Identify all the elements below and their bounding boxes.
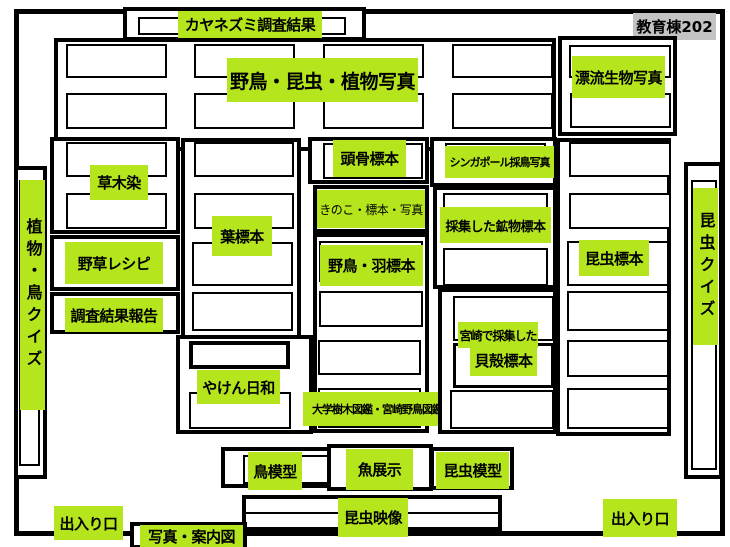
label-insect-models: 昆虫模型: [436, 452, 509, 489]
table: [570, 93, 671, 128]
insect-specimens-area: [556, 138, 671, 436]
table: [569, 142, 671, 177]
table: [450, 390, 554, 429]
label-photo-guide-map: 写真・案内図: [140, 525, 243, 547]
label-insect-specimens: 昆虫標本: [579, 240, 649, 276]
label-wild-recipes: 野草レシピ: [65, 242, 163, 284]
table: [318, 340, 421, 375]
label-singapore-photos: シンガポール採鳥写真: [445, 146, 554, 178]
label-plant-dye: 草木染: [90, 165, 148, 200]
table: [66, 142, 167, 177]
label-leaf-specimens: 葉標本: [212, 216, 272, 256]
table: [194, 142, 294, 177]
label-bird-models: 鳥模型: [248, 452, 302, 490]
table: [66, 93, 167, 129]
table: [192, 292, 293, 331]
table: [443, 248, 548, 286]
label-plant-bird-quiz: 植物・鳥クイズ: [20, 180, 45, 410]
label-photos-main: 野鳥・昆虫・植物写真: [227, 58, 418, 102]
label-survey-report: 調査結果報告: [65, 298, 163, 332]
label-fish-display: 魚展示: [346, 449, 413, 490]
label-skull-specimens: 頭骨標本: [333, 140, 406, 177]
label-minerals: 採集した鉱物標本: [440, 207, 551, 243]
entrance-left[interactable]: 出入り口: [54, 506, 123, 540]
table: [567, 388, 669, 429]
label-bird-feather-specimens: 野鳥・羽標本: [320, 245, 423, 286]
label-yaken-biyori: やけん日和: [197, 370, 280, 404]
label-field-guides: 大学樹木図鑑・宮崎野鳥図鑑: [303, 392, 451, 426]
label-drift-photos: 漂流生物写真: [572, 56, 665, 98]
label-mushrooms: きのこ・標本・写真: [317, 190, 425, 228]
label-insect-quiz: 昆虫クイズ: [693, 188, 718, 345]
room-badge: 教育棟202: [633, 13, 716, 40]
table: [567, 340, 669, 377]
table: [567, 291, 669, 331]
table: [319, 291, 423, 327]
label-shell-specimens: 貝殻標本: [470, 345, 537, 376]
table: [66, 44, 167, 78]
label-collected-in-miyazaki: 宮崎で採集した: [458, 322, 538, 348]
table: [189, 341, 290, 369]
label-harvest-mouse: カヤネズミ調査結果: [178, 11, 322, 38]
table: [452, 44, 553, 78]
table: [569, 193, 671, 229]
entrance-right[interactable]: 出入り口: [603, 499, 677, 537]
label-insect-video: 昆虫映像: [338, 498, 408, 537]
table: [452, 93, 553, 129]
